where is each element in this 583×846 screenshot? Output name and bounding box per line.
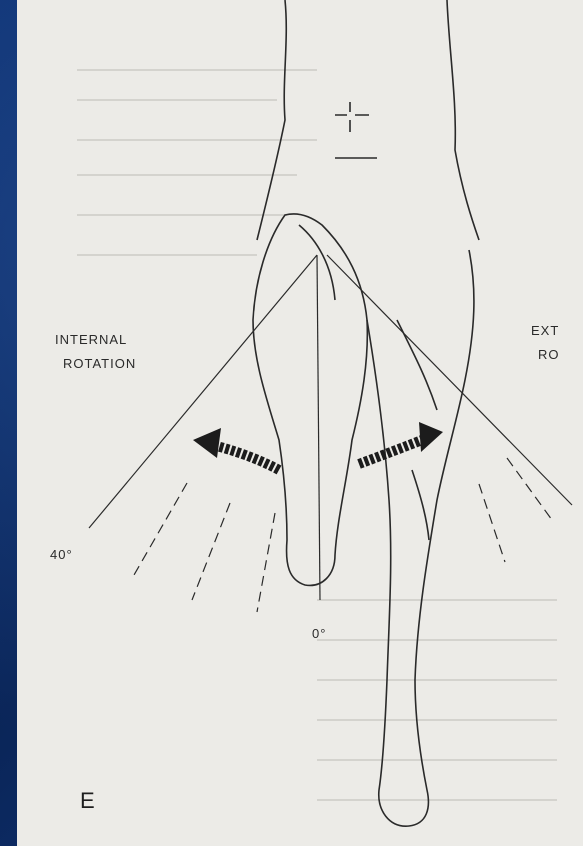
leg-rotation-drawing bbox=[17, 0, 583, 846]
internal-label-line1: INTERNAL bbox=[55, 331, 127, 349]
external-label-line2: RO bbox=[538, 346, 560, 364]
left-leg-outline bbox=[253, 214, 367, 586]
internal-label-line2: ROTATION bbox=[63, 355, 136, 373]
angle-label-0: 0° bbox=[312, 625, 326, 643]
internal-rotation-arrow bbox=[193, 428, 279, 470]
angle-tick-lines bbox=[134, 458, 552, 612]
torso-outline bbox=[257, 0, 479, 240]
external-rotation-arrow bbox=[359, 422, 443, 464]
panel-letter: E bbox=[80, 788, 95, 814]
angle-label-40: 40° bbox=[50, 546, 73, 564]
right-leg-outline bbox=[367, 250, 474, 826]
angle-lines bbox=[89, 255, 572, 600]
scanned-figure: INTERNAL ROTATION EXT RO 40° 0° E bbox=[17, 0, 583, 846]
show-through-text bbox=[77, 70, 557, 800]
external-label-line1: EXT bbox=[531, 322, 559, 340]
